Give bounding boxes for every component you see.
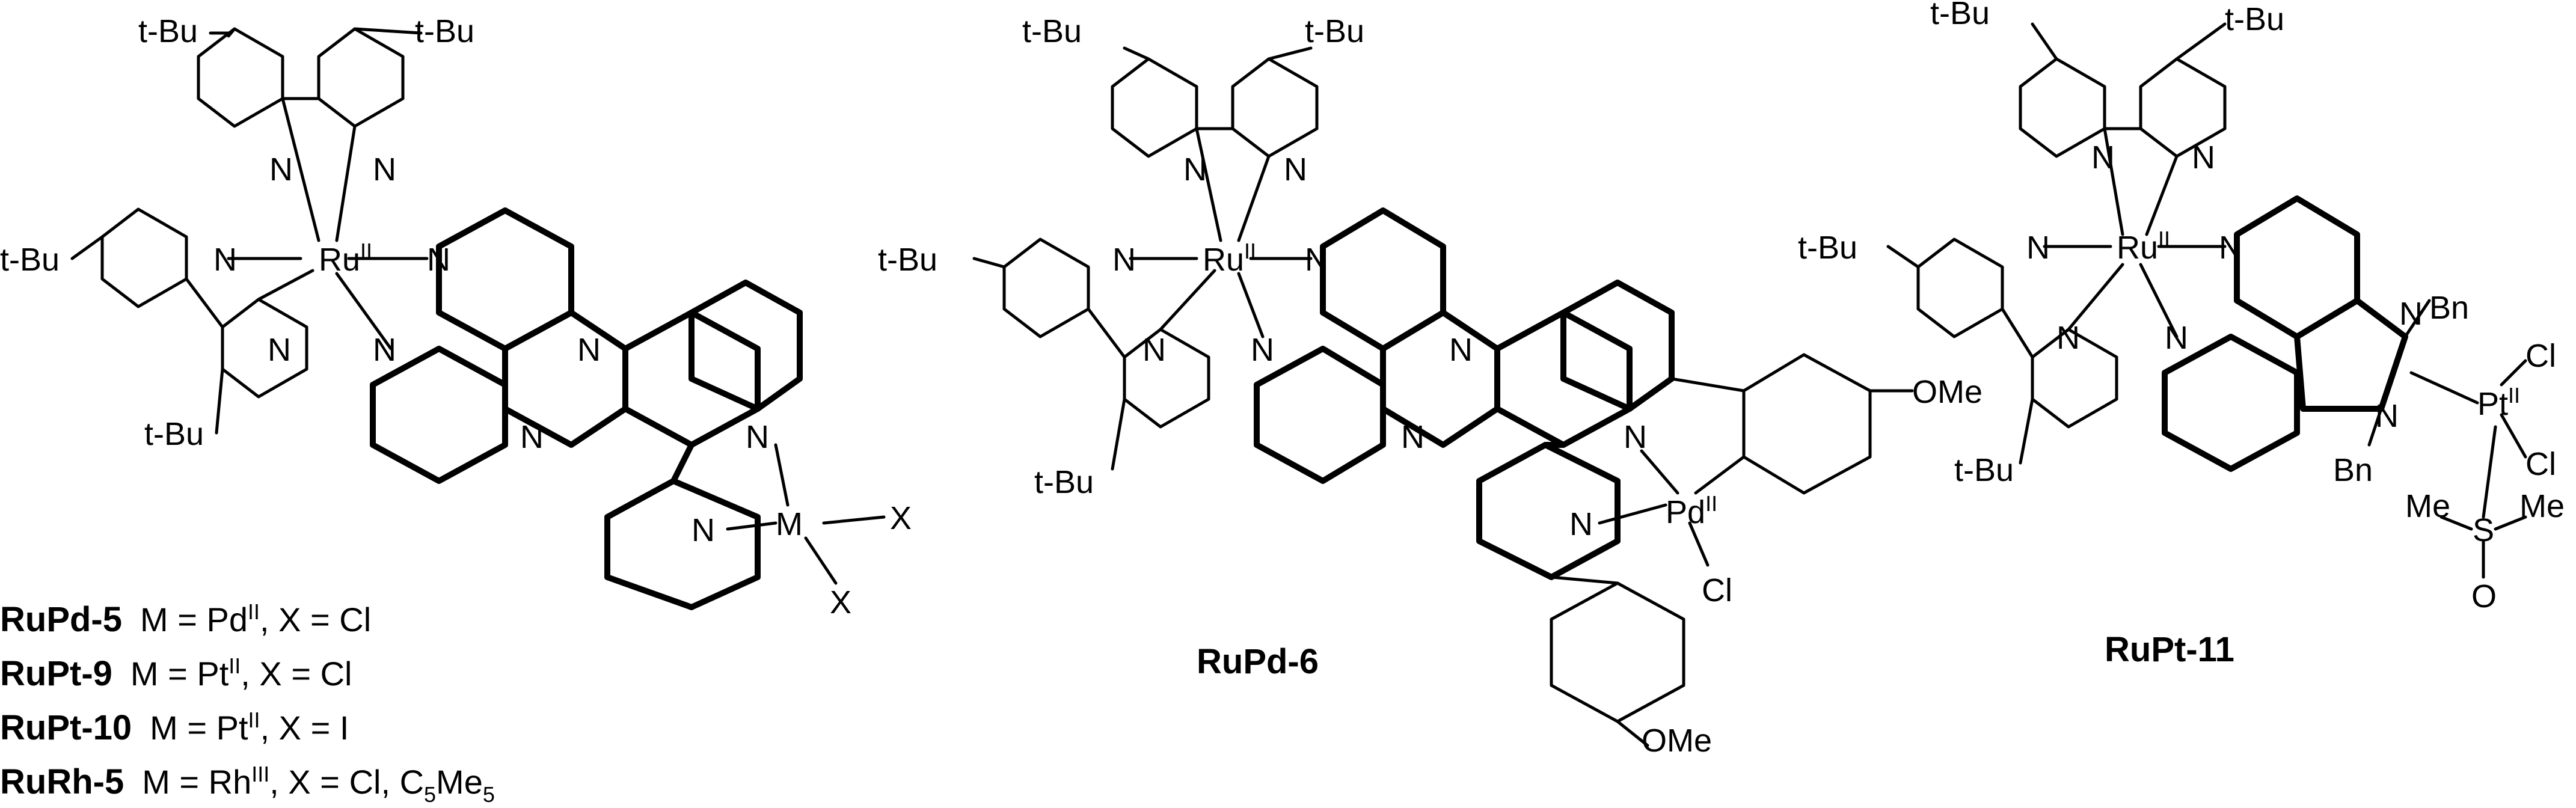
tbu-label: t-Bu: [0, 242, 60, 278]
compound-3-label: RuPt-11: [2105, 630, 2234, 669]
nitrogen-label: N: [1183, 152, 1207, 188]
nitrogen-label: N: [213, 242, 237, 278]
tbu-label: t-Bu: [1022, 13, 1082, 49]
nitrogen-label: N: [2026, 230, 2050, 266]
ruthenium-label: RuII: [319, 239, 372, 278]
nitrogen-label: N: [1142, 332, 1166, 368]
nitrogen-label: N: [1251, 332, 1274, 368]
tbu-label: t-Bu: [1305, 13, 1364, 49]
tbu-label: t-Bu: [878, 242, 937, 278]
nitrogen-label: N: [2091, 139, 2115, 176]
compound-2-label: RuPd-6: [1197, 642, 1319, 681]
chloride-label: Cl: [2525, 446, 2556, 482]
compound-2-structure: t-Bu t-Bu t-Bu t-Bu N N N N N N N N N N …: [878, 13, 1983, 759]
sulfur-label: S: [2473, 512, 2494, 548]
nitrogen-label: N: [2056, 320, 2080, 356]
compound-1-structure: t-Bu t-Bu t-Bu t-Bu N N N N N N N N N N …: [0, 13, 912, 620]
tbu-label: t-Bu: [1034, 464, 1094, 500]
platinum-label: PtII: [2477, 383, 2520, 422]
ligand-x-label: X: [890, 500, 912, 536]
tbu-label: t-Bu: [138, 13, 198, 49]
nitrogen-label: N: [746, 419, 769, 455]
chloride-label: Cl: [2525, 338, 2556, 374]
nitrogen-label: N: [269, 152, 293, 188]
ruthenium-label: RuII: [1203, 239, 1256, 278]
compound-3-structure: t-Bu t-Bu t-Bu t-Bu N N N N N N N N Bn B…: [1798, 0, 2565, 669]
chloride-label: Cl: [1702, 572, 1732, 608]
nitrogen-label: N: [2399, 296, 2423, 332]
benzyl-label: Bn: [2333, 452, 2373, 488]
methyl-label: Me: [2405, 488, 2450, 524]
nitrogen-label: N: [1112, 242, 1136, 278]
tbu-label: t-Bu: [1798, 230, 1857, 266]
ruthenium-label: RuII: [2117, 227, 2170, 266]
tbu-label: t-Bu: [415, 13, 474, 49]
tbu-label: t-Bu: [2225, 1, 2284, 37]
nitrogen-label: N: [373, 332, 396, 368]
nitrogen-label: N: [692, 512, 715, 548]
nitrogen-label: N: [268, 332, 291, 368]
nitrogen-label: N: [373, 152, 396, 188]
palladium-label: PdII: [1666, 491, 1717, 530]
nitrogen-label: N: [1449, 332, 1473, 368]
nitrogen-label: N: [2165, 320, 2188, 356]
nitrogen-label: N: [520, 419, 544, 455]
methoxy-label: OMe: [1912, 374, 1983, 410]
methoxy-label: OMe: [1642, 723, 1712, 759]
tbu-label: t-Bu: [1930, 0, 1990, 31]
benzyl-label: Bn: [2429, 290, 2469, 326]
oxygen-label: O: [2471, 578, 2497, 614]
tbu-label: t-Bu: [1954, 452, 2014, 488]
nitrogen-label: N: [577, 332, 601, 368]
metal-m-label: M: [776, 506, 803, 542]
nitrogen-label: N: [427, 242, 450, 278]
nitrogen-label: N: [1401, 419, 1424, 455]
nitrogen-label: N: [1624, 419, 1647, 455]
methyl-label: Me: [2519, 488, 2565, 524]
nitrogen-label: N: [1305, 242, 1328, 278]
tbu-label: t-Bu: [144, 416, 204, 452]
nitrogen-label: N: [2219, 230, 2242, 266]
nitrogen-label: N: [1569, 506, 1593, 542]
nitrogen-label: N: [2375, 398, 2399, 434]
nitrogen-label: N: [2192, 139, 2215, 176]
ligand-x-label: X: [830, 584, 851, 620]
nitrogen-label: N: [1284, 152, 1307, 188]
